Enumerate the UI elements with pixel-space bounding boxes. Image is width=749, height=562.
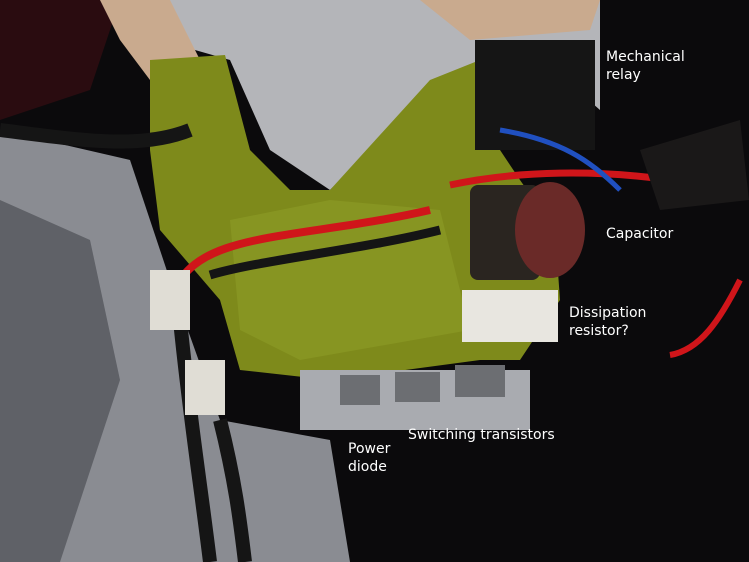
resistor-body [462, 290, 558, 342]
annotation-switching-transistors: Switching transistors [408, 427, 555, 443]
black-cables-left [0, 123, 252, 562]
relay-body [475, 40, 595, 150]
connector-white-2 [185, 360, 225, 415]
black-wire-main [208, 225, 442, 280]
annotation-power-diode: Power diode [348, 441, 391, 475]
transistor-1 [340, 375, 380, 405]
red-wire-right [669, 278, 743, 358]
blue-wire [499, 127, 622, 192]
cable-bundle-right [640, 120, 749, 210]
metal-gasket [100, 0, 600, 80]
motor-housing-shadow [0, 200, 120, 562]
red-fan-background [0, 0, 120, 120]
annotation-capacitor: Capacitor [606, 226, 674, 242]
transistor-3 [455, 365, 505, 397]
connector-white-1 [150, 270, 190, 330]
transistor-2 [395, 372, 440, 402]
capacitor-top [515, 182, 585, 278]
annotation-mechanical-relay: Mechanical relay [606, 49, 685, 83]
annotation-dissipation-resistor: Dissipation resistor? [569, 305, 647, 339]
red-wire-relay [449, 169, 671, 189]
